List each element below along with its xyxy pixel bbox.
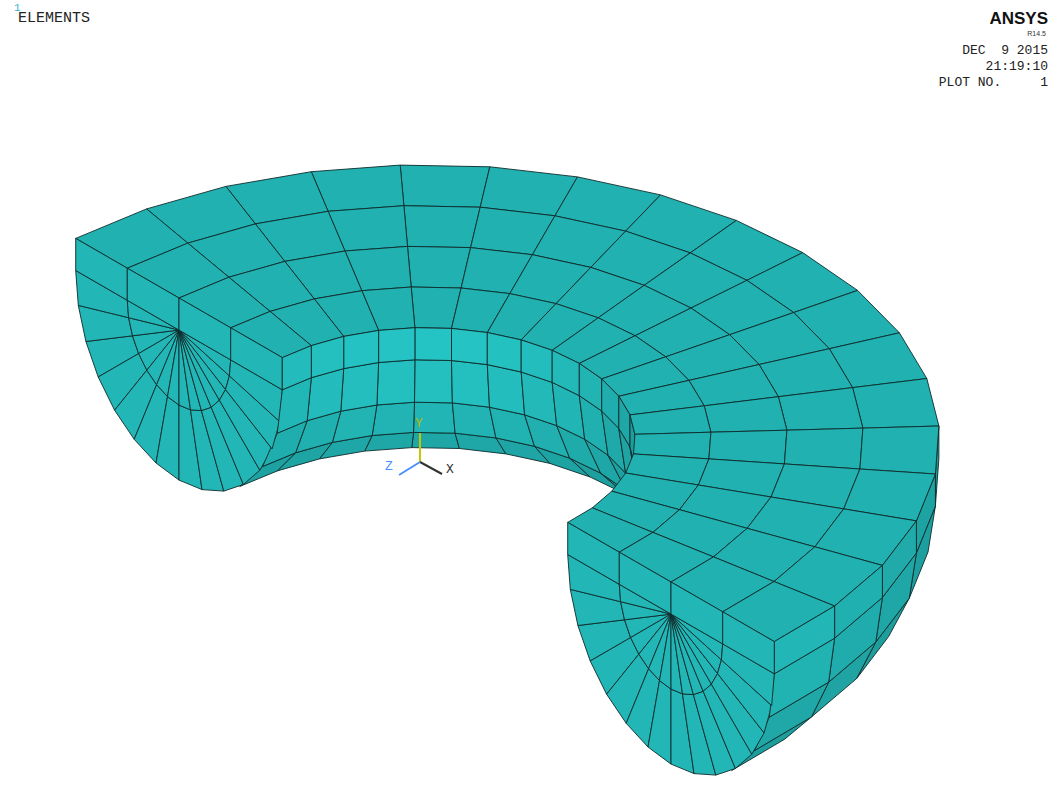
- mesh-element: [379, 328, 415, 363]
- mesh-element: [415, 328, 452, 361]
- x-axis-line: [420, 462, 442, 474]
- mesh-element: [521, 340, 552, 383]
- plot-time: 21:19:10: [986, 60, 1048, 74]
- mesh-element: [552, 350, 579, 395]
- mesh-element: [412, 432, 460, 448]
- mesh-element: [853, 379, 939, 429]
- mesh-element: [784, 428, 863, 469]
- mesh-element: [452, 361, 490, 408]
- mesh-element: [76, 238, 128, 300]
- mesh-element: [179, 298, 231, 360]
- mesh-element: [723, 612, 775, 674]
- plot-type: ELEMENTS: [18, 11, 90, 28]
- mesh-element: [311, 336, 343, 377]
- mesh-element: [414, 402, 456, 433]
- mesh-element: [415, 360, 453, 403]
- mesh-element: [408, 246, 471, 288]
- mesh-element: [282, 346, 311, 390]
- mesh-element: [704, 397, 787, 433]
- mesh-element: [168, 330, 180, 405]
- mesh-element: [377, 360, 415, 405]
- mesh-element: [344, 330, 379, 368]
- mesh-element: [404, 206, 480, 248]
- mesh-element: [648, 681, 671, 765]
- mesh-element: [671, 582, 723, 644]
- y-axis-line: [419, 433, 421, 462]
- plot-number: PLOT NO. 1: [939, 76, 1048, 90]
- mesh-element: [835, 565, 883, 638]
- mesh-element: [630, 406, 711, 435]
- product-logo: ANSYS: [989, 10, 1048, 29]
- mesh-element: [774, 606, 834, 674]
- mesh-element: [487, 333, 521, 373]
- mesh-element: [619, 552, 671, 614]
- mesh-element: [619, 396, 630, 447]
- mesh-element: [127, 268, 179, 330]
- mesh-element: [568, 522, 620, 584]
- mesh-element: [372, 402, 414, 435]
- mesh-element: [882, 521, 916, 598]
- plot-date: DEC 9 2015: [962, 44, 1048, 58]
- mesh-element: [452, 328, 488, 364]
- axis-label: Y: [415, 417, 423, 431]
- mesh-element: [602, 379, 619, 429]
- axis-label: Z: [385, 460, 393, 474]
- mesh-element: [709, 430, 787, 464]
- mesh-element: [231, 328, 283, 390]
- z-axis-line: [399, 462, 420, 475]
- release-number: R14.5: [1027, 30, 1046, 38]
- mesh-element: [341, 363, 379, 412]
- mesh-element: [400, 165, 490, 207]
- mesh-element: [778, 388, 863, 431]
- axis-label: X: [446, 463, 454, 477]
- mesh-element: [156, 397, 179, 481]
- mesh-element: [579, 363, 601, 411]
- mesh-element: [660, 614, 672, 689]
- mesh-element: [487, 365, 524, 415]
- mesh-element: [860, 426, 939, 474]
